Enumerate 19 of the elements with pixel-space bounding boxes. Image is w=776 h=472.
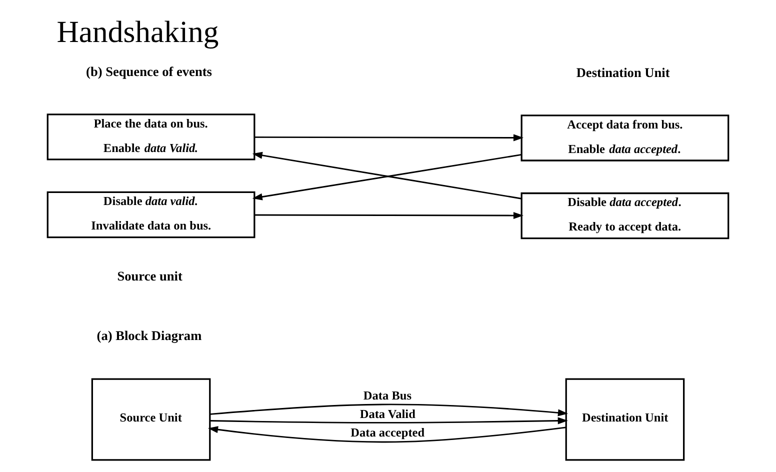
node-box: Accept data from bus. Enable data accepted. [520, 114, 730, 161]
label: (a) Block Diagram [96, 328, 202, 343]
label: Source unit [117, 268, 182, 284]
arrow [210, 416, 568, 424]
node-box: Disable data valid. Invalidate data on bus. [46, 190, 256, 238]
node-box: Source Unit [91, 378, 211, 460]
label: (b) Sequence of events [86, 63, 212, 78]
label: Destination Unit [576, 64, 670, 80]
arrow [208, 426, 566, 442]
arrow [254, 134, 524, 141]
node-box: Disable data accepted. Ready to accept data. [520, 192, 730, 239]
arrow [210, 403, 568, 416]
node-box: Destination Unit [565, 378, 685, 460]
node-box: Place the data on bus. Enable data Valid. [46, 113, 256, 160]
edge-label: Data Bus [363, 388, 412, 402]
edge-label: Data accepted [350, 424, 425, 439]
edge-label: Data Valid [360, 406, 416, 421]
diagram-title: Handshaking [56, 14, 219, 48]
arrow [254, 212, 524, 219]
